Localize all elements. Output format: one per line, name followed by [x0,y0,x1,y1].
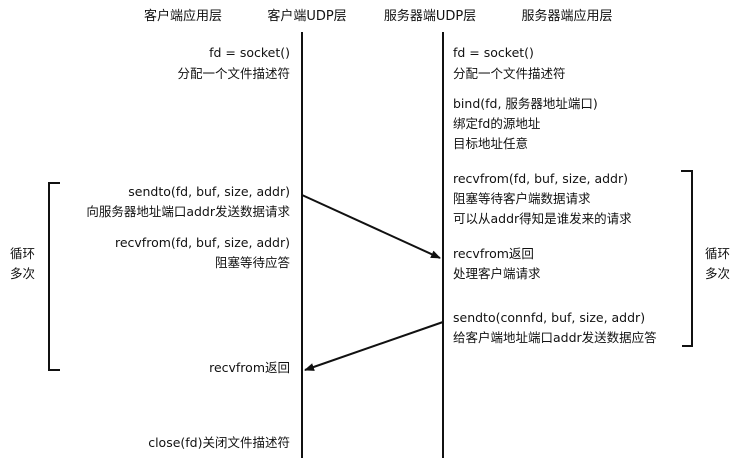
server-bind: bind(fd, 服务器地址端口) [453,96,598,111]
server-process: 处理客户端请求 [453,266,541,281]
server-recvfrom-desc2: 可以从addr得知是谁发来的请求 [453,211,632,226]
server-loop-bracket [681,170,693,347]
server-sendto: sendto(connfd, buf, size, addr) [453,310,645,325]
server-loop-label-2: 多次 [705,266,730,281]
header-client-app: 客户端应用层 [144,8,222,24]
server-socket-desc: 分配一个文件描述符 [453,66,566,81]
header-client-udp: 客户端UDP层 [267,8,346,24]
client-sendto-desc: 向服务器地址端口addr发送数据请求 [86,204,290,219]
client-close: close(fd)关闭文件描述符 [148,435,290,450]
request-arrow [301,194,441,259]
server-socket: fd = socket() [453,45,534,60]
client-sendto: sendto(fd, buf, size, addr) [128,184,290,199]
server-loop-label-1: 循环 [705,246,730,261]
client-loop-label-2: 多次 [10,266,35,281]
client-loop-bracket [48,182,60,371]
server-sendto-desc: 给客户端地址端口addr发送数据应答 [453,330,657,345]
client-socket: fd = socket() [209,45,290,60]
client-recvfrom: recvfrom(fd, buf, size, addr) [115,235,290,250]
client-loop-label-1: 循环 [10,246,35,261]
header-server-udp: 服务器端UDP层 [384,8,476,24]
server-bind-desc2: 目标地址任意 [453,136,528,151]
client-recvfrom-return: recvfrom返回 [209,360,290,375]
server-recvfrom-return: recvfrom返回 [453,246,534,261]
server-recvfrom: recvfrom(fd, buf, size, addr) [453,171,628,186]
server-bind-desc1: 绑定fd的源地址 [453,116,541,131]
client-socket-desc: 分配一个文件描述符 [177,66,290,81]
response-arrow [304,321,444,371]
header-server-app: 服务器端应用层 [521,8,612,24]
client-recvfrom-desc: 阻塞等待应答 [215,255,291,270]
server-recvfrom-desc1: 阻塞等待客户端数据请求 [453,191,591,206]
